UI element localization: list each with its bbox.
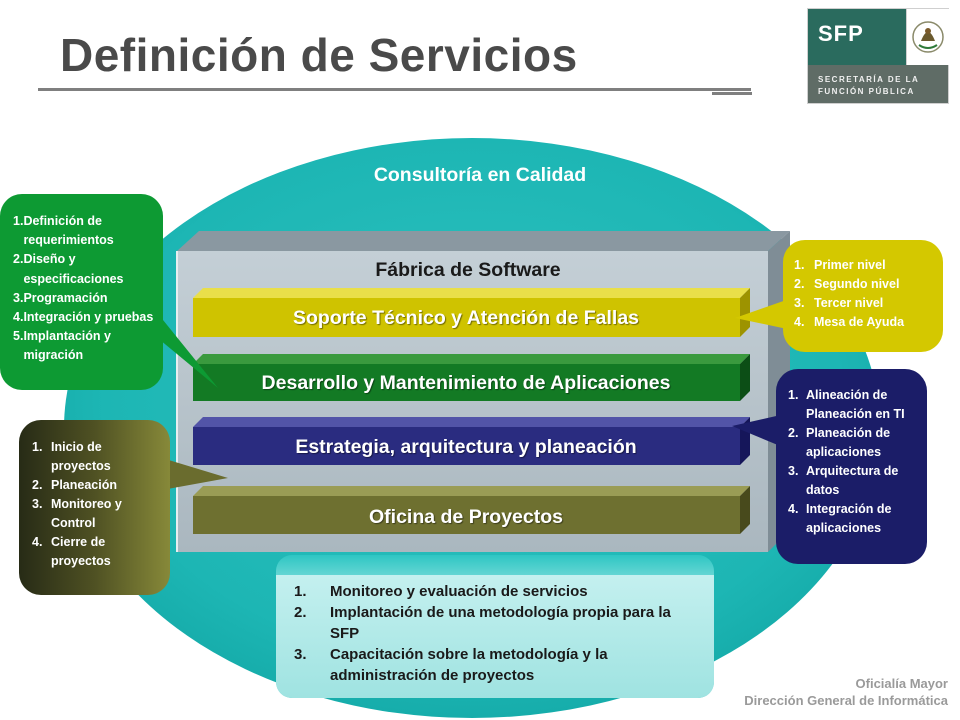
bar-estrategia-label: Estrategia, arquitectura y planeación bbox=[295, 436, 637, 458]
fabrica-box-top bbox=[177, 231, 790, 251]
callout-estrategia: 1.Alineación de Planeación en TI 2.Plane… bbox=[776, 369, 927, 564]
logo-caption-line1: SECRETARÍA DE LA bbox=[818, 75, 920, 84]
logo-abbreviation: SFP bbox=[818, 21, 864, 46]
list-item: 2.Implantación de una metodología propia… bbox=[294, 604, 671, 642]
list-item: 1.Definición de requerimientos bbox=[13, 214, 114, 248]
list-item: 2.Planeación de aplicaciones bbox=[788, 426, 891, 459]
list-item: 1.Monitoreo y evaluación de servicios bbox=[294, 583, 588, 600]
callout-estrategia-pointer bbox=[732, 414, 785, 448]
fabrica-label: Fábrica de Software bbox=[375, 259, 561, 281]
footer-department: Dirección General de Informática bbox=[744, 693, 948, 708]
list-item: 4.Integración de aplicaciones bbox=[788, 502, 892, 535]
logo-caption-line2: FUNCIÓN PÚBLICA bbox=[818, 87, 915, 96]
eagle-seal-icon bbox=[912, 21, 944, 53]
bar-soporte bbox=[193, 288, 750, 337]
list-item: 3.Tercer nivel bbox=[794, 296, 884, 310]
callout-soporte: 1.Primer nivel 2.Segundo nivel 3.Tercer … bbox=[783, 240, 943, 352]
bar-oficina-label: Oficina de Proyectos bbox=[369, 506, 563, 528]
logo-green-block bbox=[808, 9, 906, 65]
callout-oficina-pointer bbox=[162, 458, 228, 490]
list-item: 2.Planeación bbox=[32, 478, 117, 492]
bar-desarrollo-label: Desarrollo y Mantenimiento de Aplicacion… bbox=[261, 372, 671, 394]
callout-consultoria: 1.Monitoreo y evaluación de servicios 2.… bbox=[276, 555, 714, 698]
list-item: 3.Programación bbox=[13, 290, 108, 305]
list-item: 4.Integración y pruebas bbox=[13, 310, 154, 325]
list-item: 4.Cierre de proyectos bbox=[32, 535, 111, 568]
list-item: 2.Diseño y especificaciones bbox=[13, 252, 124, 286]
logo-caption-block: SECRETARÍA DE LA FUNCIÓN PÚBLICA bbox=[808, 65, 948, 103]
callout-desarrollo-pointer bbox=[148, 320, 218, 388]
list-item: 2.Segundo nivel bbox=[794, 277, 900, 291]
list-item: 5.Implantación y migración bbox=[13, 329, 111, 363]
callout-soporte-pointer bbox=[735, 298, 792, 330]
callout-desarrollo: 1.Definición de requerimientos 2.Diseño … bbox=[0, 194, 163, 390]
national-seal-icon bbox=[906, 9, 949, 65]
list-item: 3.Capacitación sobre la metodología y la… bbox=[294, 646, 608, 684]
list-item: 4.Mesa de Ayuda bbox=[794, 315, 905, 329]
footer-office: Oficialía Mayor bbox=[855, 676, 948, 691]
sfp-logo: SFP SECRETARÍA DE LA FUNCIÓN PÚBLICA bbox=[807, 8, 949, 104]
title-underline-tail bbox=[712, 92, 752, 95]
list-item: 1.Alineación de Planeación en TI bbox=[788, 388, 905, 421]
list-item: 3.Monitoreo y Control bbox=[32, 497, 122, 530]
list-item: 1.Inicio de proyectos bbox=[32, 440, 111, 473]
bar-oficina bbox=[193, 486, 750, 534]
callout-oficina: 1.Inicio de proyectos 2.Planeación 3.Mon… bbox=[19, 420, 170, 595]
page-title: Definición de Servicios bbox=[60, 29, 578, 81]
bar-desarrollo bbox=[193, 354, 750, 401]
bar-soporte-label: Soporte Técnico y Atención de Fallas bbox=[292, 307, 640, 329]
callout-consultoria-panel bbox=[276, 575, 714, 698]
list-item: 1.Primer nivel bbox=[794, 258, 886, 272]
consultoria-label: Consultoría en Calidad bbox=[373, 164, 587, 186]
title-underline bbox=[38, 88, 751, 91]
list-item: 3.Arquitectura de datos bbox=[788, 464, 899, 497]
